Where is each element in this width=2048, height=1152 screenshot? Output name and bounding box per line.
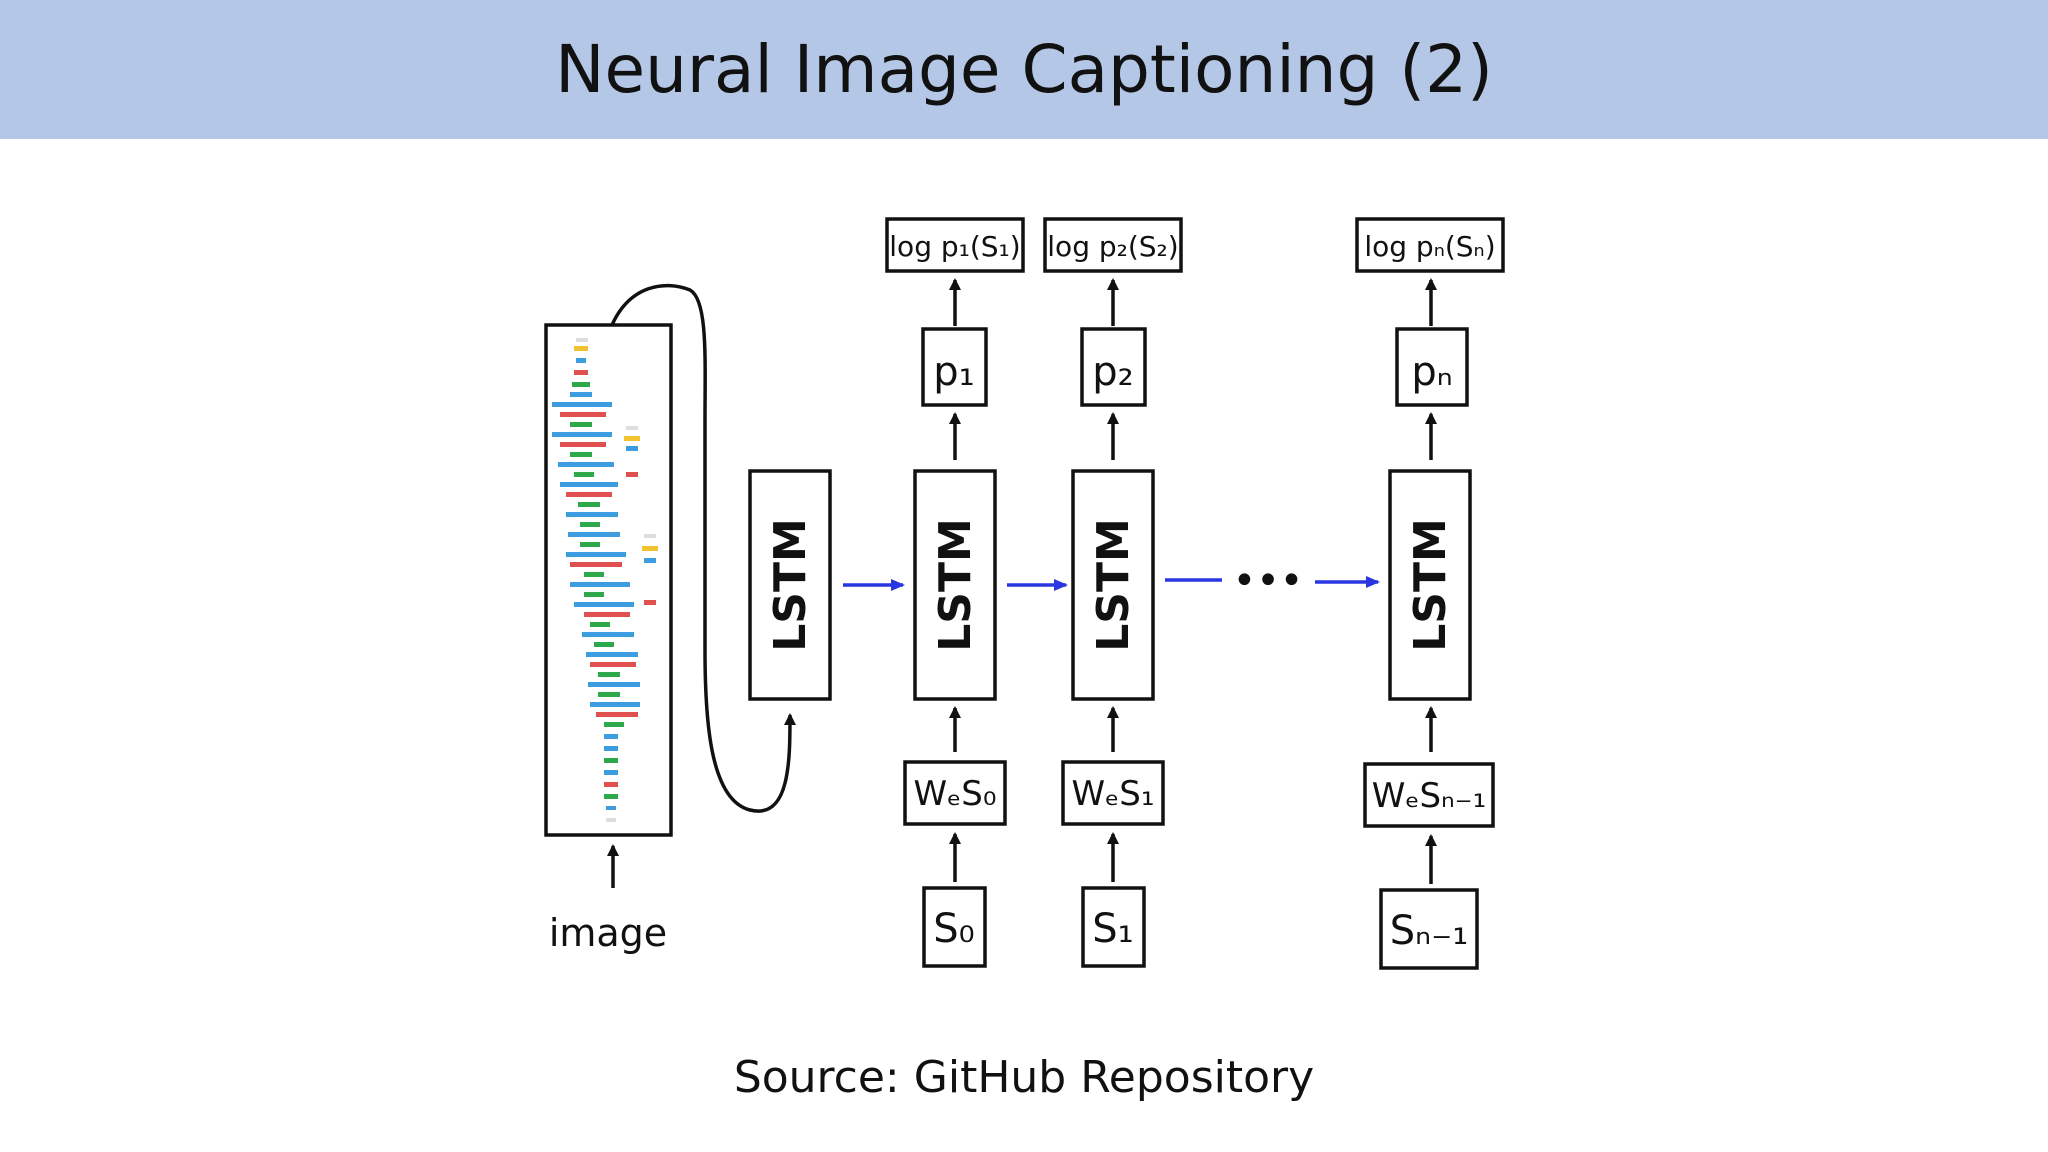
prob-label-n: pₙ [1411,349,1452,395]
input-box-1 [922,886,987,968]
timestep-2: log p₂(S₂) p₂ LSTM WₑS₁ S₁ [1043,217,1183,968]
embed-box-1 [903,760,1007,826]
cnn-network [544,323,673,837]
log-prob-box-1 [885,217,1025,273]
lstm-label-2: LSTM [1088,518,1139,652]
slide-title: Neural Image Captioning (2) [555,31,1493,108]
log-prob-label-1: log p₁(S₁) [889,230,1020,263]
cnn-layer-graphic [552,338,658,822]
log-prob-box-2 [1043,217,1183,273]
log-prob-box-n [1355,217,1505,273]
prob-box-2 [1080,327,1147,407]
input-box-n [1379,888,1479,970]
source-caption: Source: GitHub Repository [733,1052,1315,1103]
embed-box-n [1363,762,1495,828]
lstm-box-2 [1071,469,1155,701]
lstm-label-1: LSTM [930,518,981,652]
log-prob-label-2: log p₂(S₂) [1047,230,1178,263]
embed-label-n: WₑSₙ₋₁ [1372,776,1487,816]
lstm-initial-box [748,469,832,701]
prob-label-1: p₁ [933,349,974,395]
embed-label-2: WₑS₁ [1071,774,1154,814]
timestep-1: log p₁(S₁) p₁ LSTM WₑS₀ S₀ [885,217,1025,968]
input-box-2 [1081,886,1146,968]
prob-box-n [1395,327,1469,407]
prob-label-2: p₂ [1092,349,1133,395]
lstm-initial-label: LSTM [765,518,816,652]
embed-box-2 [1061,760,1165,826]
title-bar [0,0,2048,139]
prob-box-1 [921,327,988,407]
lstm-label-n: LSTM [1405,518,1456,652]
log-prob-label-n: log pₙ(Sₙ) [1364,230,1495,263]
embed-label-1: WₑS₀ [913,774,996,814]
lstm-box-1 [913,469,997,701]
timestep-n: log pₙ(Sₙ) pₙ LSTM WₑSₙ₋₁ Sₙ₋₁ [1355,217,1505,970]
image-label: image [549,911,667,955]
cnn-to-lstm-connector [610,283,796,813]
input-label-1: S₀ [933,906,974,952]
input-label-2: S₁ [1092,906,1133,952]
ellipsis: ••• [1233,558,1304,604]
input-label-n: Sₙ₋₁ [1390,908,1468,954]
lstm-box-n [1388,469,1472,701]
